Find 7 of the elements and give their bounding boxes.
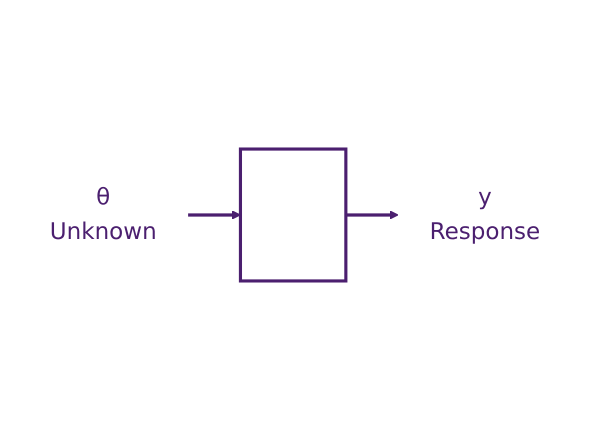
node-text: θ	[96, 184, 110, 210]
node-label: Unknown	[50, 218, 157, 245]
node-box	[238, 146, 348, 282]
arrow	[346, 210, 399, 220]
arrow	[188, 210, 241, 220]
node-label: Response	[430, 218, 540, 245]
node-text: y	[478, 184, 492, 210]
